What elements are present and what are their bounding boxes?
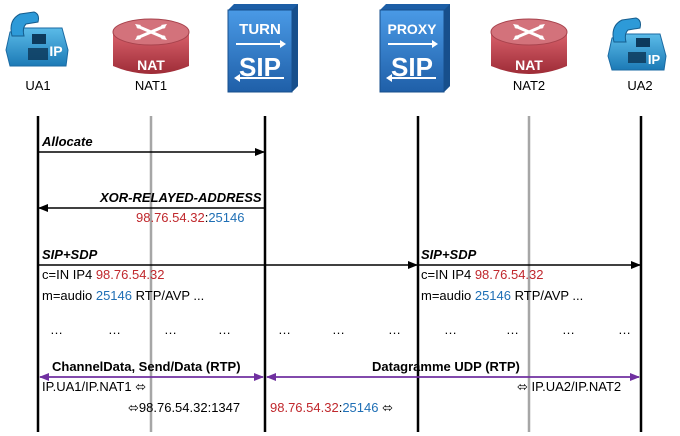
nat1-label: NAT1 — [134, 78, 168, 93]
ellipsis: … — [278, 322, 292, 337]
svg-text:IP: IP — [648, 52, 661, 67]
c-line-2: c=IN IP4 98.76.54.32 — [421, 267, 544, 282]
svg-text:SIP: SIP — [391, 52, 433, 82]
ua1-phone-icon: IP — [5, 11, 69, 67]
swap-icon: ⬄ — [382, 400, 393, 415]
svg-text:NAT: NAT — [137, 57, 165, 73]
nat1-public-address: ⬄98.76.54.32:1347 — [128, 400, 241, 415]
relay-address: 98.76.54.32:25146 — [136, 210, 245, 225]
turn-server-icon: TURN SIP — [227, 4, 298, 93]
ellipsis: … — [218, 322, 232, 337]
svg-text:SIP: SIP — [239, 52, 281, 82]
ua1-nat1-address: IP.UA1/IP.NAT1 ⬄ — [42, 379, 147, 394]
ellipsis: … — [164, 322, 178, 337]
ellipsis: … — [50, 322, 64, 337]
ua1-ip-badge: IP — [49, 43, 62, 59]
swap-icon: ⬄ — [128, 400, 139, 415]
ellipsis: … — [108, 322, 122, 337]
ua2-label: UA2 — [627, 78, 653, 93]
m-line-1: m=audio 25146 RTP/AVP ... — [42, 288, 205, 303]
ellipsis: … — [506, 322, 520, 337]
svg-text:NAT: NAT — [515, 57, 543, 73]
xor-relayed-label: XOR-RELAYED-ADDRESS — [100, 190, 262, 205]
ellipsis: … — [562, 322, 576, 337]
ellipsis: … — [444, 322, 458, 337]
sip-sdp-label-2: SIP+SDP — [421, 247, 477, 262]
ua2-nat2-address: ⬄ IP.UA2/IP.NAT2 — [517, 379, 622, 394]
swap-icon: ⬄ — [517, 379, 528, 394]
ua1-label: UA1 — [25, 78, 51, 93]
nat1-router-icon: NAT — [112, 18, 190, 74]
swap-icon: ⬄ — [135, 379, 147, 394]
datagramme-label: Datagramme UDP (RTP) — [372, 359, 520, 374]
channel-data-label: ChannelData, Send/Data (RTP) — [52, 359, 241, 374]
ellipsis: … — [332, 322, 346, 337]
nat2-label: NAT2 — [512, 78, 546, 93]
relay-address-media: 98.76.54.32:25146 ⬄ — [270, 400, 393, 415]
ellipsis: … — [388, 322, 402, 337]
c-line-1: c=IN IP4 98.76.54.32 — [42, 267, 165, 282]
allocate-label: Allocate — [42, 134, 93, 149]
svg-text:PROXY: PROXY — [387, 21, 437, 37]
nat2-router-icon: NAT — [490, 18, 568, 74]
ellipsis: … — [618, 322, 632, 337]
svg-text:TURN: TURN — [239, 21, 281, 38]
sip-sdp-label-1: SIP+SDP — [42, 247, 98, 262]
proxy-server-icon: PROXY SIP — [379, 4, 450, 93]
ua2-phone-icon: IP — [607, 17, 667, 71]
m-line-2: m=audio 25146 RTP/AVP ... — [421, 288, 584, 303]
